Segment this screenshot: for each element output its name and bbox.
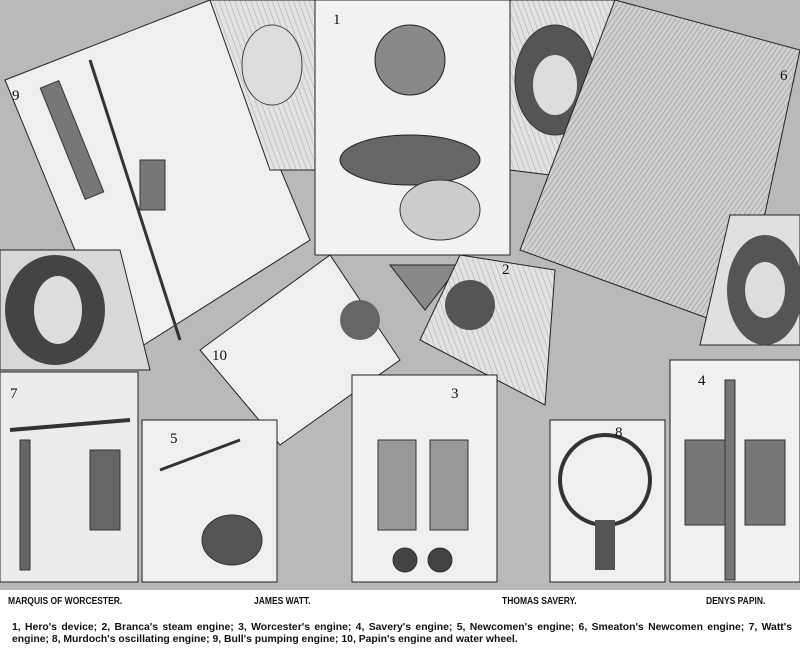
panel-number-8: 8	[615, 425, 623, 441]
center-triangle	[388, 264, 462, 311]
panel-10-papins-engine	[199, 254, 401, 446]
name-james-watt: JAMES WATT.	[254, 596, 311, 607]
panel-number-6: 6	[780, 68, 788, 84]
panel-number-4: 4	[698, 373, 706, 389]
name-marquis-of-worcester: MARQUIS OF WORCESTER.	[8, 596, 123, 607]
name-denys-papin: DENYS PAPIN.	[706, 596, 766, 607]
panel-number-2: 2	[502, 262, 510, 278]
panel-5-newcomens-engine	[141, 419, 278, 583]
portrait-names-row: MARQUIS OF WORCESTER. JAMES WATT. THOMAS…	[6, 596, 796, 612]
panel-number-9: 9	[12, 88, 20, 104]
panel-number-10: 10	[212, 348, 227, 364]
panel-number-7: 7	[10, 386, 18, 402]
name-thomas-savery: THOMAS SAVERY.	[502, 596, 577, 607]
panel-3-worcesters-engine	[351, 374, 498, 583]
panel-number-1: 1	[333, 12, 341, 28]
steam-engines-engraving: 1 2 3 4 5 6 7 8 9 10	[0, 0, 800, 590]
figure-caption: 1, Hero's device; 2, Branca's steam engi…	[12, 622, 792, 645]
panel-number-5: 5	[170, 431, 178, 447]
panel-number-3: 3	[451, 386, 459, 402]
